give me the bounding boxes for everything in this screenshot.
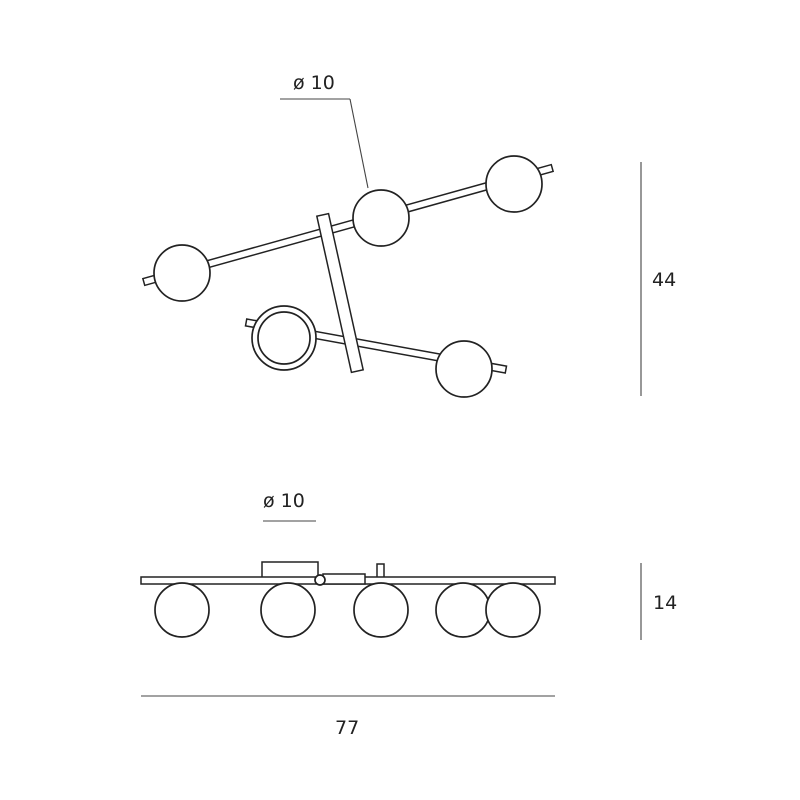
top-globe-4	[435, 340, 493, 398]
side-joint	[314, 574, 326, 586]
side-globe-4	[435, 582, 491, 638]
side-globe-2	[260, 582, 316, 638]
top-view: ø 10 44	[141, 72, 676, 398]
top-globe-3	[485, 155, 543, 213]
top-globe-5	[257, 311, 311, 365]
top-globe-2	[352, 189, 410, 247]
top-diameter-label: ø 10	[293, 72, 335, 94]
side-globe-3	[353, 582, 409, 638]
top-globe-1	[153, 244, 211, 302]
side-globe-5	[485, 582, 541, 638]
top-arm-upper	[141, 163, 555, 287]
side-diameter-label: ø 10	[263, 490, 305, 512]
top-height-label: 44	[652, 269, 676, 291]
side-height-label: 14	[653, 592, 677, 614]
side-post	[376, 563, 385, 579]
side-globe-1	[154, 582, 210, 638]
side-bar-detail	[322, 573, 366, 585]
side-view: ø 10 14 77	[140, 490, 677, 739]
side-width-label: 77	[335, 717, 359, 739]
top-diameter-leader-arrow	[349, 98, 369, 189]
top-cross-bar	[315, 212, 365, 374]
